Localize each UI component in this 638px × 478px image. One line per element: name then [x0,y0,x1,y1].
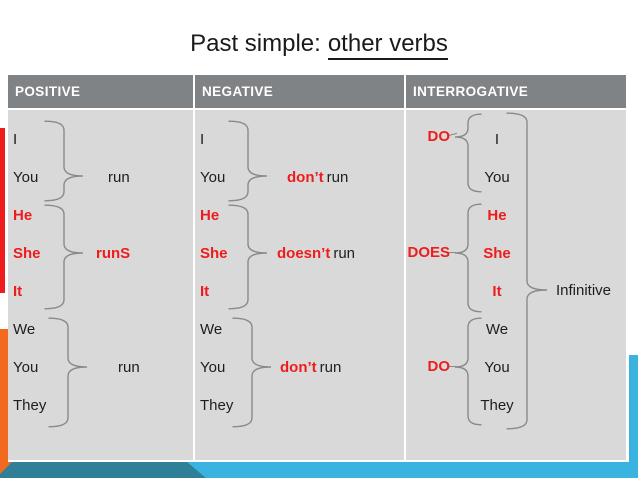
verb: run [326,169,349,186]
header-cell-interrogative: INTERROGATIVE [406,75,626,108]
curly-brace [228,120,268,202]
pronoun: They [480,397,514,414]
pronoun: It [200,283,210,300]
pronoun: You [484,359,510,376]
slide-title: Past simple:other verbs [0,30,638,60]
slide-title-underlined: other verbs [327,30,448,60]
pronoun: You [484,169,510,186]
curly-brace [44,120,84,202]
verb: run [108,169,130,186]
curly-brace [232,317,272,428]
pronoun: He [200,207,220,224]
negative-aux: don’t [280,359,317,376]
body-cell-negative [195,110,404,460]
interrogative-aux: DOES [407,244,450,261]
pronoun: It [492,283,502,300]
pronoun: He [487,207,507,224]
interrogative-aux: DO [427,128,451,145]
verb: run [333,245,356,262]
verb: runS [96,245,131,262]
interrogative-aux: DO [427,358,451,375]
curly-brace [454,113,482,193]
pronoun: They [13,397,47,414]
pronoun: We [485,321,509,338]
left-red-accent-strip [0,128,5,293]
curly-brace [454,203,482,313]
bottom-teal-trapezoid [0,462,206,478]
pronoun: She [483,245,511,262]
pronoun: I [200,131,205,148]
pronoun: We [13,321,36,338]
verb: run [319,359,342,376]
pronoun: She [200,245,228,262]
infinitive-label: Infinitive [556,282,612,299]
body-cell-interrogative [406,110,626,460]
pronoun: You [200,169,226,186]
pronoun: She [13,245,41,262]
pronoun: We [200,321,223,338]
pronoun: He [13,207,33,224]
slide-title-prefix: Past simple: [190,30,321,57]
pronoun: I [13,131,18,148]
connector-line [448,366,457,367]
pronoun: You [13,359,39,376]
header-cell-positive: POSITIVE [8,75,193,108]
connector-line [448,252,456,253]
negative-aux: don’t [287,169,324,186]
big-curly-brace [506,112,548,430]
left-orange-accent-strip [0,329,8,462]
body-cell-positive [8,110,193,460]
pronoun: You [200,359,226,376]
curly-brace [44,204,84,310]
curly-brace [454,317,482,426]
pronoun: It [13,283,23,300]
pronoun: You [13,169,39,186]
curly-brace [228,204,268,310]
header-cell-negative: NEGATIVE [195,75,404,108]
right-blue-accent-strip [629,355,638,478]
curly-brace [48,317,88,428]
negative-aux: doesn’t [277,245,331,262]
verb: run [118,359,140,376]
pronoun: They [200,397,234,414]
pronoun: I [494,131,500,148]
